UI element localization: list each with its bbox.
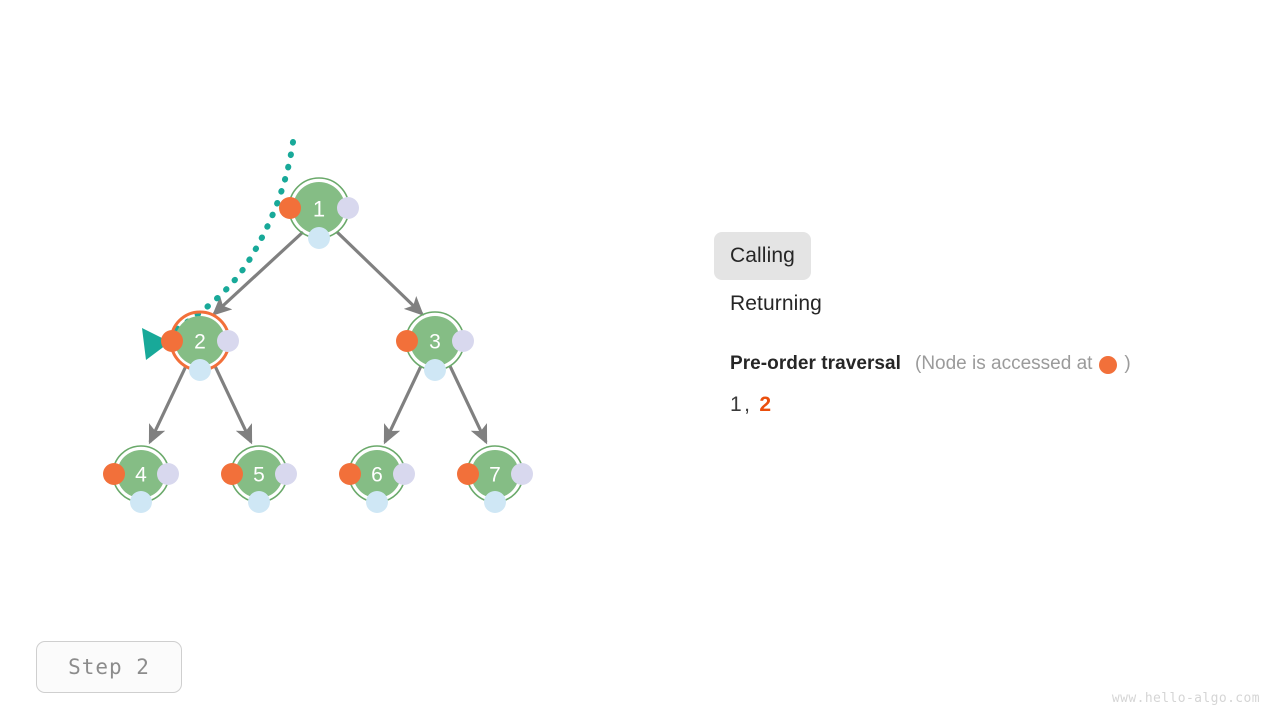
node-body — [175, 316, 225, 366]
state-calling-badge[interactable]: Calling — [714, 232, 811, 280]
node-label: 5 — [253, 464, 265, 487]
tree-node-7[interactable]: 7 — [457, 445, 533, 513]
legend-row: Pre-order traversal (Node is accessed at… — [714, 353, 1254, 375]
access-dot-icon — [1099, 356, 1118, 374]
tree-edges — [148, 230, 488, 445]
sequence-item: 2 — [759, 393, 772, 416]
tree-node-2[interactable]: 2 — [161, 310, 239, 381]
tree-node-1[interactable]: 1 — [279, 177, 359, 249]
node-bottom-dot-icon — [189, 359, 211, 381]
node-body — [235, 450, 283, 498]
node-right-dot-icon — [393, 463, 415, 485]
node-bottom-dot-icon — [484, 491, 506, 513]
traversal-info-panel: Calling Returning Pre-order traversal (N… — [714, 232, 1254, 417]
edge-2-4 — [148, 365, 188, 445]
node-right-dot-icon — [337, 197, 359, 219]
edge-2-5 — [213, 365, 253, 445]
tree-node-6[interactable]: 6 — [339, 445, 415, 513]
edge-3-6 — [383, 365, 423, 445]
tree-node-5[interactable]: 5 — [221, 445, 297, 513]
node-right-dot-icon — [217, 330, 239, 352]
node-right-dot-icon — [452, 330, 474, 352]
tree-nodes: 1 2 3 4 5 6 7 — [103, 177, 533, 513]
node-body — [293, 182, 345, 234]
node-access-dot-icon — [396, 330, 418, 352]
legend-note: (Node is accessed at — [915, 353, 1093, 374]
node-body — [410, 316, 460, 366]
edge-1-3 — [335, 230, 424, 316]
traversal-sequence: 1,2 — [714, 393, 1254, 417]
sequence-item: 1 — [730, 393, 743, 416]
node-label: 3 — [429, 331, 441, 354]
node-label: 7 — [489, 464, 501, 487]
edge-3-7 — [448, 365, 488, 445]
legend-title: Pre-order traversal — [730, 353, 901, 374]
step-indicator: Step 2 — [36, 641, 182, 693]
watermark: www.hello-algo.com — [1111, 691, 1260, 706]
step-indicator-label: Step 2 — [68, 655, 150, 679]
node-bottom-dot-icon — [424, 359, 446, 381]
node-bottom-dot-icon — [248, 491, 270, 513]
node-body — [353, 450, 401, 498]
recursion-path-arrowhead — [142, 328, 170, 360]
node-right-dot-icon — [275, 463, 297, 485]
legend-paren-close: ) — [1124, 353, 1131, 374]
node-label: 1 — [313, 197, 325, 222]
edge-1-2 — [212, 230, 305, 316]
tree-node-3[interactable]: 3 — [396, 311, 474, 381]
node-bottom-dot-icon — [130, 491, 152, 513]
node-access-dot-icon — [339, 463, 361, 485]
node-bottom-dot-icon — [366, 491, 388, 513]
node-right-dot-icon — [157, 463, 179, 485]
recursion-path — [142, 139, 296, 360]
sequence-separator: , — [744, 393, 751, 416]
node-access-dot-icon — [103, 463, 125, 485]
node-label: 6 — [371, 464, 383, 487]
node-bottom-dot-icon — [308, 227, 330, 249]
node-body — [471, 450, 519, 498]
state-returning-label[interactable]: Returning — [730, 292, 822, 315]
node-label: 4 — [135, 464, 147, 487]
binary-tree-diagram: 1 2 3 4 5 6 7 — [103, 139, 533, 513]
node-access-dot-icon — [161, 330, 183, 352]
node-access-dot-icon — [457, 463, 479, 485]
node-access-dot-icon — [279, 197, 301, 219]
node-label: 2 — [194, 331, 206, 354]
recursion-path-line — [160, 139, 296, 341]
node-right-dot-icon — [511, 463, 533, 485]
tree-node-4[interactable]: 4 — [103, 445, 179, 513]
node-access-dot-icon — [221, 463, 243, 485]
node-body — [117, 450, 165, 498]
